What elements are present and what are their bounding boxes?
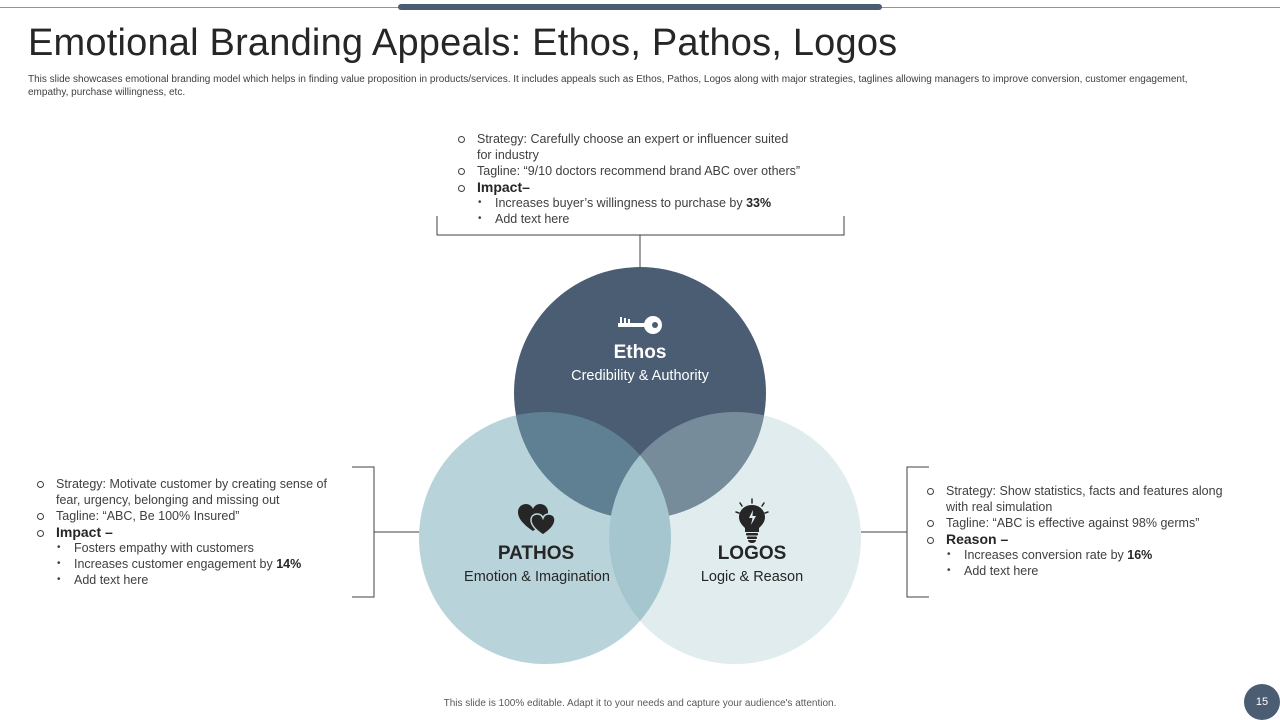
top-accent-bar bbox=[398, 4, 882, 10]
pathos-subtitle: Emotion & Imagination bbox=[464, 569, 610, 585]
ethos-text-block: Strategy: Carefully choose an expert or … bbox=[457, 131, 837, 227]
pathos-impact-heading: Impact – bbox=[36, 524, 356, 540]
pathos-impact-bullet: Fosters empathy with customers bbox=[36, 540, 356, 556]
ethos-strategy: Strategy: Carefully choose an expert or … bbox=[457, 131, 837, 163]
logos-reason-bullet: Increases conversion rate by 16% bbox=[926, 547, 1256, 563]
ethos-impact-heading: Impact– bbox=[457, 179, 837, 195]
pathos-title: PATHOS bbox=[498, 543, 574, 564]
pathos-impact-bullet: Increases customer engagement by 14% bbox=[36, 556, 356, 572]
logos-tagline: Tagline: “ABC is effective against 98% g… bbox=[926, 515, 1256, 531]
logos-strategy: Strategy: Show statistics, facts and fea… bbox=[926, 483, 1256, 515]
pathos-strategy: Strategy: Motivate customer by creating … bbox=[36, 476, 356, 508]
slide-footer: This slide is 100% editable. Adapt it to… bbox=[443, 698, 837, 709]
ethos-title: Ethos bbox=[614, 342, 667, 363]
logos-subtitle: Logic & Reason bbox=[701, 569, 803, 585]
pathos-text-block: Strategy: Motivate customer by creating … bbox=[36, 476, 356, 588]
lightbulb-icon bbox=[735, 498, 769, 543]
slide-title: Emotional Branding Appeals: Ethos, Patho… bbox=[28, 22, 898, 64]
logos-reason-heading: Reason – bbox=[926, 531, 1256, 547]
slide-subtitle: This slide showcases emotional branding … bbox=[28, 74, 1188, 98]
pathos-impact-bullet: Add text here bbox=[36, 572, 356, 588]
pathos-tagline: Tagline: “ABC, Be 100% Insured” bbox=[36, 508, 356, 524]
ethos-tagline: Tagline: “9/10 doctors recommend brand A… bbox=[457, 163, 837, 179]
hearts-icon bbox=[518, 504, 556, 536]
ethos-impact-bullet: Add text here bbox=[457, 211, 837, 227]
overlap-ethos-logos bbox=[609, 412, 766, 519]
logos-title: LOGOS bbox=[718, 543, 787, 564]
key-icon bbox=[618, 316, 662, 334]
ethos-subtitle: Credibility & Authority bbox=[571, 368, 710, 384]
logos-reason-bullet: Add text here bbox=[926, 563, 1256, 579]
overlap-ethos-pathos bbox=[514, 412, 671, 519]
logos-text-block: Strategy: Show statistics, facts and fea… bbox=[926, 483, 1256, 579]
page-number-badge: 15 bbox=[1244, 684, 1280, 720]
ethos-impact-bullet: Increases buyer’s willingness to purchas… bbox=[457, 195, 837, 211]
